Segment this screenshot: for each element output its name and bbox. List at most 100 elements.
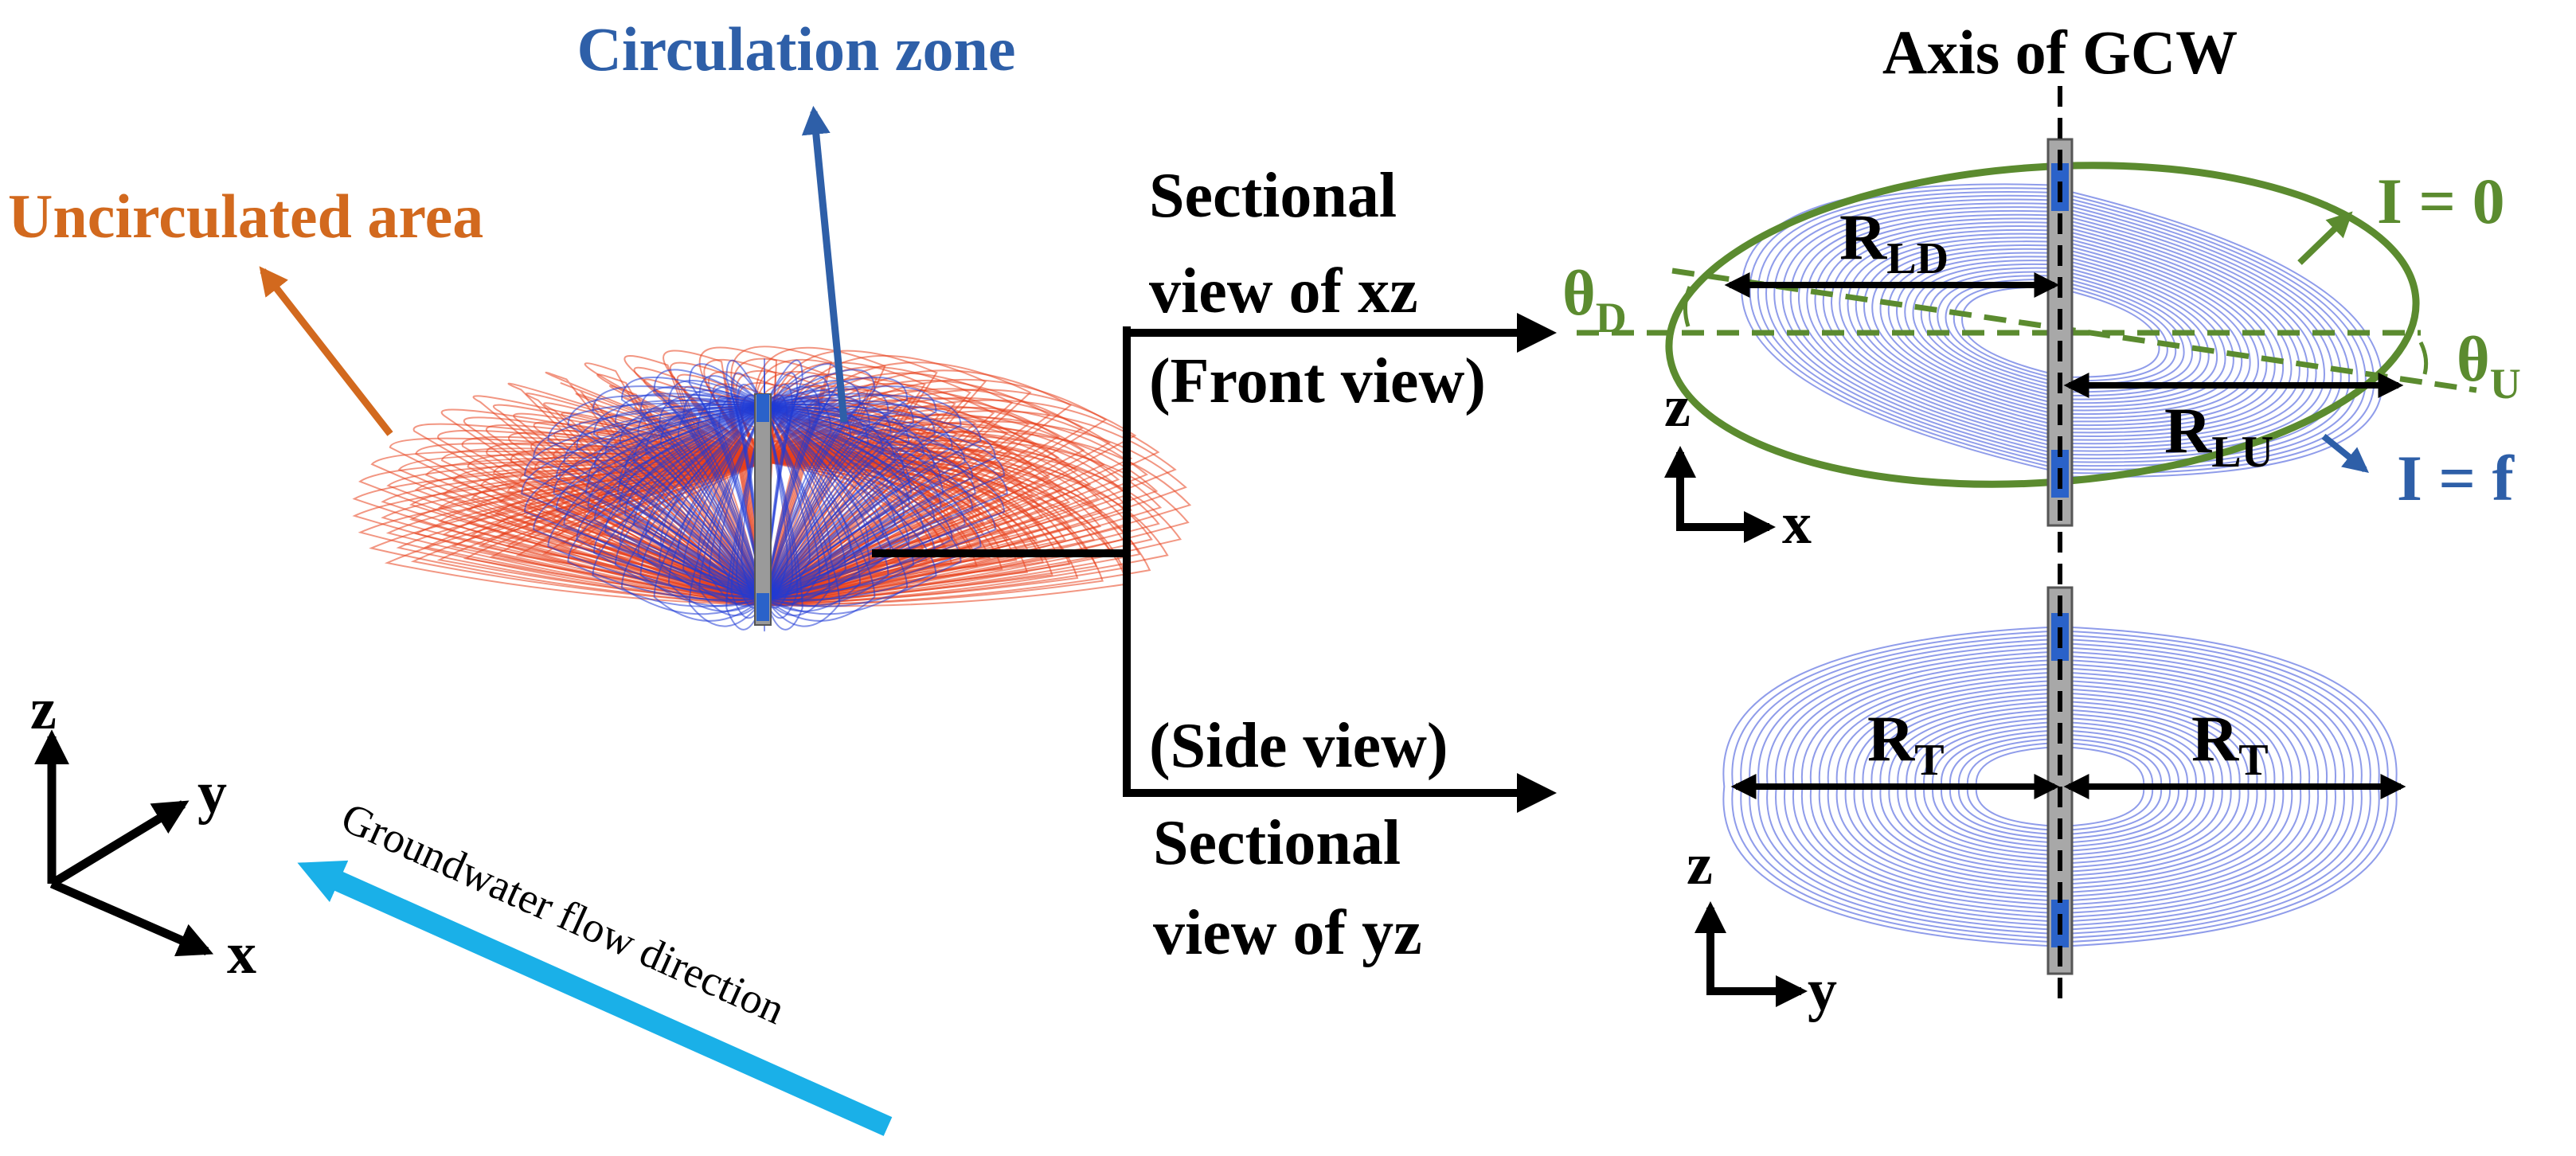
circulation-streamline	[521, 405, 765, 598]
circulation-streamline	[688, 363, 765, 598]
front-streamline-left	[1806, 213, 2061, 445]
circulation-streamline	[604, 405, 765, 598]
front-streamline-left	[1847, 232, 2061, 427]
front-view-axes	[1664, 446, 1776, 543]
uncirculated-streamline	[764, 461, 1079, 606]
circulation-streamline	[764, 405, 910, 598]
circulation-streamline	[659, 394, 765, 598]
uncirculated-area-arrow	[259, 266, 393, 436]
circulation-streamline	[614, 392, 765, 598]
uncirculated-streamline	[764, 447, 1182, 606]
front-streamline-right	[2059, 251, 2243, 416]
circulation-streamline	[584, 405, 765, 598]
front-streamline-right	[2059, 247, 2251, 419]
circulation-streamline	[563, 405, 765, 598]
r-t-left-label: RT	[1867, 702, 1945, 785]
theta-d-arc	[1683, 286, 1692, 327]
well-front	[2046, 138, 2074, 527]
circulation-streamline	[593, 400, 765, 598]
circulation-zone-label: Circulation zone	[577, 14, 1015, 84]
section-connector	[872, 313, 1557, 813]
circulation-streamline	[653, 405, 765, 622]
side-view-circulation	[1722, 626, 2398, 947]
circulation-streamline	[637, 399, 765, 598]
front-axis-x: x	[1782, 491, 1812, 557]
circulation-streamline	[764, 405, 910, 598]
uncirculated-streamline	[596, 373, 765, 606]
circulation-streamline	[764, 405, 936, 598]
circulation-streamline	[592, 385, 765, 598]
front-streamline-left	[1839, 228, 2061, 431]
circulation-streamline	[764, 392, 915, 598]
side-view-line2: Sectional	[1153, 808, 1401, 878]
front-view-line3: (Front view)	[1149, 346, 1486, 416]
front-streamline-right	[2059, 262, 2218, 404]
circulation-streamline	[567, 405, 765, 601]
groundwater-flow-arrow	[297, 860, 893, 1136]
uncirculated-area-label: Uncirculated area	[8, 182, 483, 251]
front-streamline-left	[1830, 225, 2061, 434]
r-t-right-label: RT	[2191, 702, 2269, 785]
uncirculated-streamline	[764, 458, 1151, 606]
circulation-streamline	[624, 405, 765, 598]
i-zero-arrow	[2297, 211, 2353, 265]
circulation-streamline	[764, 405, 841, 627]
circulation-streamline	[764, 405, 996, 598]
circulation-streamline	[764, 405, 1008, 598]
front-streamline-right	[2059, 228, 2293, 437]
front-view-line2: view of xz	[1149, 256, 1418, 326]
front-streamline-right	[2059, 258, 2226, 408]
side-streamline-left	[1722, 626, 2061, 947]
r-lu-label: RLU	[2164, 394, 2273, 477]
front-axis-z: z	[1664, 374, 1691, 439]
circulation-streamline	[639, 385, 765, 598]
circulation-streamline	[764, 402, 982, 598]
side-axis-z: z	[1687, 832, 1713, 897]
uncirculated-streamline	[764, 454, 1169, 606]
circulation-streamline	[764, 405, 924, 598]
front-streamline-left	[1895, 256, 2061, 405]
tilted-axis-line	[1671, 268, 2477, 393]
circulation-streamline	[697, 397, 765, 598]
circulation-zone-arrow	[801, 105, 848, 423]
front-streamline-left	[1879, 248, 2061, 412]
circulation-streamline	[764, 359, 803, 598]
axis-z-label: z	[30, 677, 57, 742]
circulation-streamline	[764, 405, 915, 602]
circulation-streamline	[592, 405, 765, 607]
circulation-plume	[521, 358, 1008, 632]
circulation-streamline	[688, 405, 765, 627]
circulation-streamline	[764, 405, 889, 607]
front-streamline-left	[1887, 252, 2061, 409]
theta-u-arc	[2418, 341, 2429, 375]
axis-x-label: x	[227, 921, 256, 986]
r-ld-label: RLD	[1839, 201, 1949, 283]
theta-u-label: θU	[2457, 325, 2521, 408]
circulation-streamline	[764, 405, 924, 598]
well-3d	[754, 393, 772, 626]
front-streamline-right	[2059, 232, 2285, 434]
circulation-streamline	[764, 405, 862, 612]
front-streamline-right	[2059, 254, 2234, 412]
front-streamline-left	[1797, 209, 2061, 448]
side-view-axes	[1695, 901, 1808, 1007]
i-zero-label: I = 0	[2377, 165, 2505, 237]
circulation-streamline	[547, 402, 765, 598]
circulation-streamline	[619, 403, 765, 598]
circulation-streamline	[764, 405, 942, 598]
circulation-streamline	[764, 405, 966, 598]
axis-of-gcw-label: Axis of GCW	[1882, 18, 2238, 87]
front-streamline-right	[2059, 240, 2268, 427]
front-streamline-right	[2059, 244, 2260, 423]
front-streamline-left	[1871, 244, 2061, 416]
front-view-line1: Sectional	[1149, 161, 1397, 231]
front-streamline-left	[1855, 236, 2061, 424]
circulation-streamline	[764, 405, 974, 598]
theta-d-label: θD	[1562, 259, 1627, 342]
circulation-streamline	[764, 405, 876, 622]
uncirculated-streamline	[764, 423, 1120, 606]
side-view-line1: (Side view)	[1149, 711, 1448, 781]
circulation-streamline	[764, 405, 1006, 598]
front-streamline-right	[2059, 221, 2309, 445]
